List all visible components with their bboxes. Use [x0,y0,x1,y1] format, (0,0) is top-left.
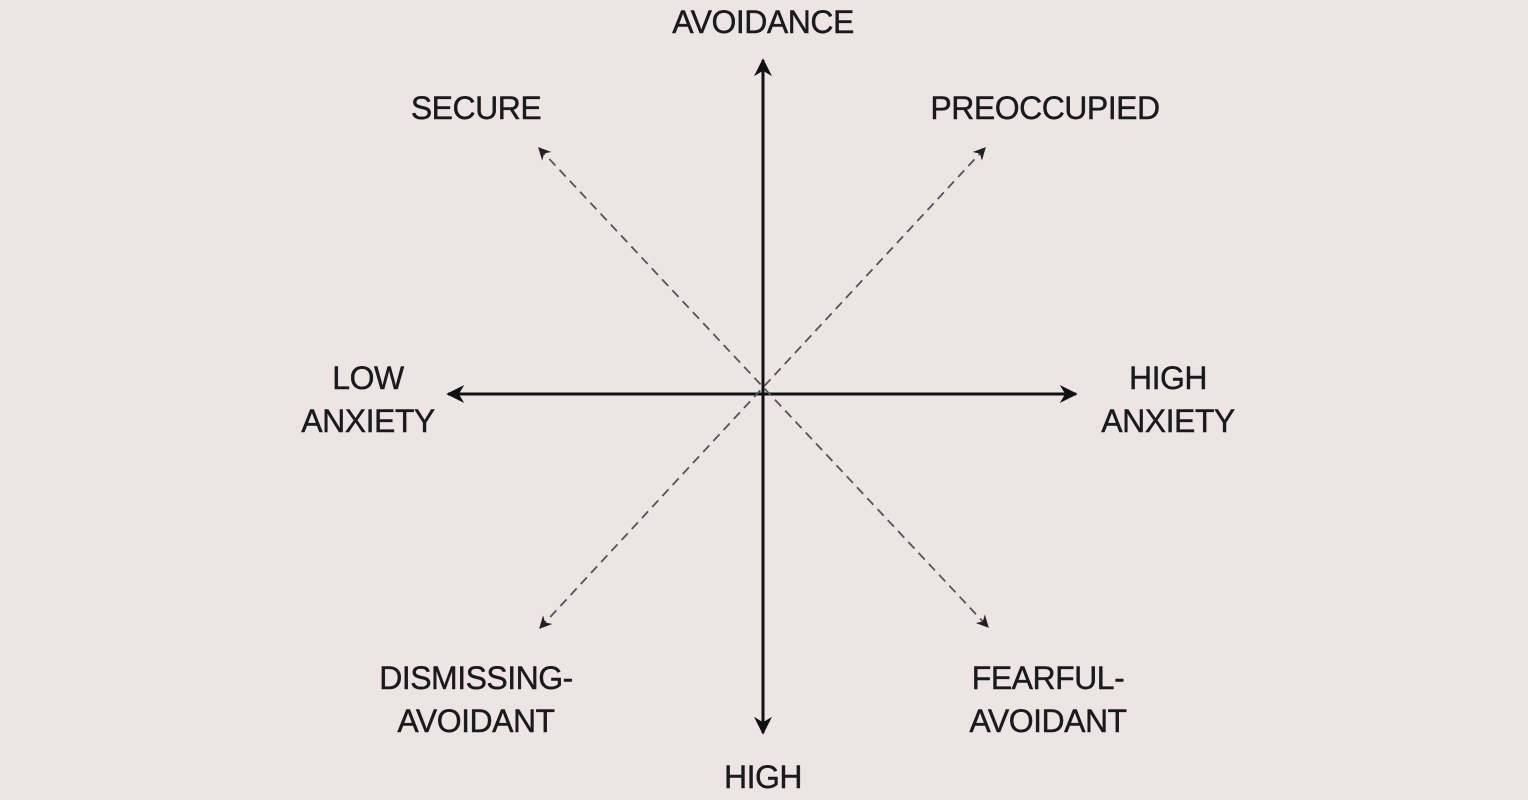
label-dismissing-line1: DISMISSING- [379,660,574,696]
diagonal-dismissing-preoccupied [539,147,986,629]
label-dismissing-avoidant: DISMISSING- AVOIDANT [356,657,596,743]
label-low-anxiety: LOW ANXIETY [288,357,448,443]
label-secure-text: SECURE [410,90,542,126]
label-low-anxiety-line2: ANXIETY [301,403,435,439]
label-low-anxiety-line1: LOW [332,360,404,396]
label-high-anxiety-line1: HIGH [1129,360,1208,396]
label-preoccupied-text: PREOCCUPIED [930,90,1160,126]
label-high-anxiety: HIGH ANXIETY [1088,357,1248,443]
label-secure: SECURE [376,87,576,130]
label-avoidance-top-text: AVOIDANCE [672,4,855,40]
label-fearful-avoidant: FEARFUL- AVOIDANT [938,657,1158,743]
label-high-anxiety-line2: ANXIETY [1101,403,1235,439]
label-preoccupied: PREOCCUPIED [905,87,1185,130]
label-fearful-line2: AVOIDANT [969,703,1127,739]
label-dismissing-line2: AVOIDANT [397,703,555,739]
label-fearful-line1: FEARFUL- [971,660,1125,696]
label-high-bottom-text: HIGH [724,759,803,795]
label-avoidance-top: AVOIDANCE [663,1,863,44]
label-high-avoidance-bottom: HIGH [663,756,863,799]
